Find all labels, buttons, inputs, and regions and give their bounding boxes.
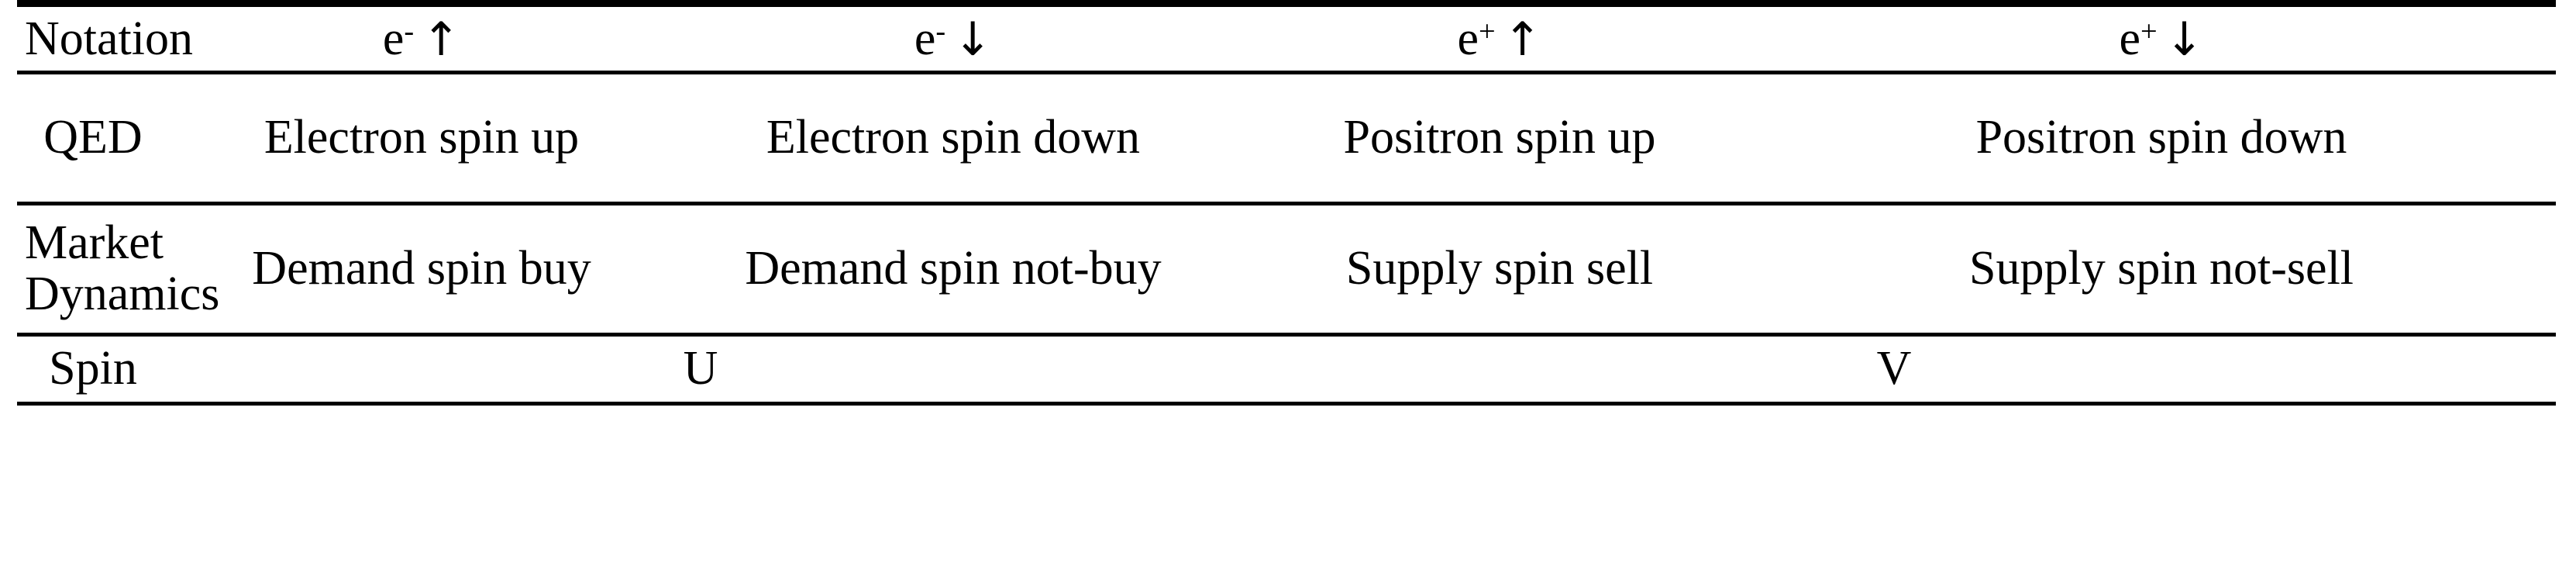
table-row-spin: Spin U V bbox=[17, 337, 2556, 402]
header-cell-positron-spin-down: e+↓ bbox=[1767, 7, 2556, 71]
rule-row-after-market bbox=[17, 333, 2556, 337]
table-rule bbox=[17, 71, 2556, 74]
header-cell-positron-spin-up: e+↑ bbox=[1232, 7, 1767, 71]
row-label-text: QED bbox=[43, 111, 143, 164]
header-cell-electron-spin-down: e-↓ bbox=[674, 7, 1232, 71]
table-bottom-rule bbox=[17, 402, 2556, 406]
notation-electron-up: e-↑ bbox=[169, 12, 674, 67]
header-cell-electron-spin-up: e-↑ bbox=[169, 7, 674, 71]
cell-text: Demand spin not-buy bbox=[745, 242, 1162, 295]
cell-qed-positron-spin-down: Positron spin down bbox=[1767, 74, 2556, 202]
rule-cell bbox=[17, 333, 2556, 337]
table-header-row: Notation e-↑ e-↓ e+↑ e+↓ bbox=[17, 7, 2556, 71]
notation-base: e bbox=[914, 12, 936, 66]
cell-text: Demand spin buy bbox=[252, 242, 591, 295]
cell-market-demand-spin-buy: Demand spin buy bbox=[169, 205, 674, 333]
cell-text: Positron spin down bbox=[1975, 111, 2347, 164]
row-label-text: Market Dynamics bbox=[25, 216, 220, 320]
cell-text: Electron spin up bbox=[263, 111, 580, 164]
header-cell-notation: Notation bbox=[17, 7, 193, 71]
rule-row-after-qed bbox=[17, 202, 2556, 205]
table-row: Market Dynamics Demand spin buy Demand s… bbox=[17, 205, 2556, 333]
notation-table-container: Notation e-↑ e-↓ e+↑ e+↓ bbox=[17, 0, 2556, 406]
cell-text: Electron spin down bbox=[766, 111, 1141, 164]
charge-superscript: - bbox=[404, 15, 415, 48]
cell-text: Supply spin not-sell bbox=[1968, 242, 2354, 295]
row-label-spin: Spin bbox=[17, 337, 169, 402]
table-rule bbox=[17, 202, 2556, 205]
arrow-up-icon: ↑ bbox=[422, 13, 461, 67]
cell-qed-electron-spin-up: Electron spin up bbox=[169, 74, 674, 202]
notation-base: e bbox=[382, 12, 405, 66]
cell-qed-positron-spin-up: Positron spin up bbox=[1232, 74, 1767, 202]
table-top-rule bbox=[17, 0, 2556, 7]
rule-row-after-header bbox=[17, 71, 2556, 74]
cell-spin-group-u: U bbox=[169, 337, 1232, 402]
cell-text: Supply spin sell bbox=[1345, 242, 1654, 295]
spin-group-u-label: U bbox=[683, 342, 718, 395]
charge-superscript: - bbox=[935, 15, 946, 48]
row-label-market-dynamics: Market Dynamics bbox=[17, 205, 220, 333]
row-label-qed: QED bbox=[17, 74, 169, 202]
cell-qed-electron-spin-down: Electron spin down bbox=[674, 74, 1232, 202]
row-label-text: Spin bbox=[49, 342, 137, 395]
cell-spin-group-v: V bbox=[1232, 337, 2556, 402]
table-rule bbox=[17, 333, 2556, 337]
notation-base: e bbox=[1457, 12, 1479, 66]
rule-cell bbox=[17, 71, 2556, 74]
spin-group-v-label: V bbox=[1876, 342, 1912, 395]
notation-base: e bbox=[2119, 12, 2140, 66]
cell-text: Positron spin up bbox=[1343, 111, 1656, 164]
notation-electron-down: e-↓ bbox=[674, 12, 1232, 67]
cell-market-supply-spin-not-sell: Supply spin not-sell bbox=[1767, 205, 2556, 333]
charge-superscript: + bbox=[2140, 15, 2158, 48]
arrow-down-icon: ↓ bbox=[2164, 13, 2204, 67]
notation-positron-up: e+↑ bbox=[1232, 12, 1767, 67]
arrow-down-icon: ↓ bbox=[953, 13, 993, 67]
cell-market-supply-spin-sell: Supply spin sell bbox=[1232, 205, 1767, 333]
notation-positron-down: e+↓ bbox=[1767, 12, 2556, 67]
cell-market-demand-spin-not-buy: Demand spin not-buy bbox=[674, 205, 1232, 333]
rule-cell bbox=[17, 202, 2556, 205]
header-label-notation: Notation bbox=[25, 12, 193, 66]
charge-superscript: + bbox=[1478, 15, 1496, 48]
notation-mapping-table: Notation e-↑ e-↓ e+↑ e+↓ bbox=[17, 7, 2556, 402]
arrow-up-icon: ↑ bbox=[1503, 13, 1542, 67]
table-row: QED Electron spin up Electron spin down … bbox=[17, 74, 2556, 202]
